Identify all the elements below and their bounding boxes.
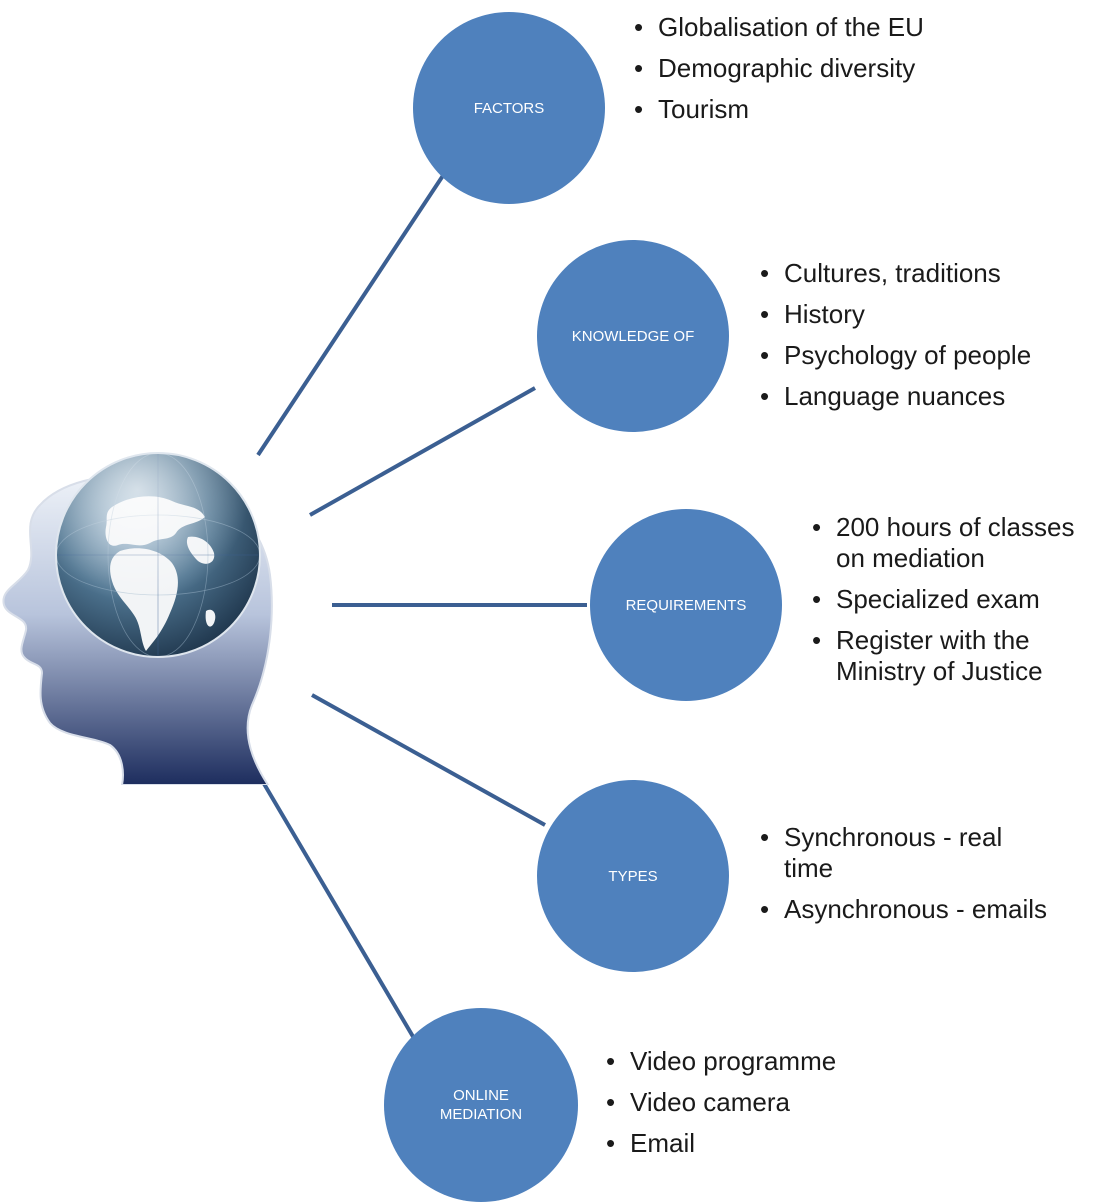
node-types-label: TYPES: [608, 867, 658, 885]
requirements-bullet-list: 200 hours of classes on mediation Specia…: [812, 512, 1098, 697]
node-factors-label: FACTORS: [473, 99, 545, 117]
online-mediation-bullet-item: Video programme: [606, 1046, 906, 1077]
types-bullet-list: Synchronous - real time Asynchronous - e…: [760, 822, 1050, 935]
types-bullet-item: Synchronous - real time: [760, 822, 1050, 884]
node-requirements-label: REQUIREMENTS: [625, 596, 747, 614]
factors-bullet-item: Demographic diversity: [634, 53, 934, 84]
connector-factors: [256, 166, 450, 457]
factors-bullet-item: Globalisation of the EU: [634, 12, 934, 43]
knowledge-bullet-item: History: [760, 299, 1090, 330]
connector-types: [311, 693, 546, 827]
node-types: TYPES: [537, 780, 729, 972]
node-knowledge-of: KNOWLEDGE OF: [537, 240, 729, 432]
node-knowledge-of-label: KNOWLEDGE OF: [571, 327, 695, 345]
online-mediation-bullet-item: Video camera: [606, 1087, 906, 1118]
head-with-globe-icon: [2, 452, 273, 785]
node-factors: FACTORS: [413, 12, 605, 204]
knowledge-bullet-item: Psychology of people: [760, 340, 1090, 371]
knowledge-bullet-item: Language nuances: [760, 381, 1090, 412]
requirements-bullet-item: 200 hours of classes on mediation: [812, 512, 1098, 574]
node-online-mediation-label: ONLINE MEDIATION: [439, 1087, 523, 1123]
node-requirements: REQUIREMENTS: [590, 509, 782, 701]
online-mediation-bullet-item: Email: [606, 1128, 906, 1159]
online-mediation-bullet-list: Video programme Video camera Email: [606, 1046, 906, 1169]
connector-knowledge: [309, 386, 536, 517]
requirements-bullet-item: Register with the Ministry of Justice: [812, 625, 1098, 687]
knowledge-bullet-list: Cultures, traditions History Psychology …: [760, 258, 1090, 422]
factors-bullet-item: Tourism: [634, 94, 934, 125]
requirements-bullet-item: Specialized exam: [812, 584, 1098, 615]
knowledge-bullet-item: Cultures, traditions: [760, 258, 1090, 289]
node-online-mediation: ONLINE MEDIATION: [384, 1008, 578, 1202]
connector-online-mediation: [248, 758, 417, 1042]
factors-bullet-list: Globalisation of the EU Demographic dive…: [634, 12, 934, 135]
types-bullet-item: Asynchronous - emails: [760, 894, 1050, 925]
